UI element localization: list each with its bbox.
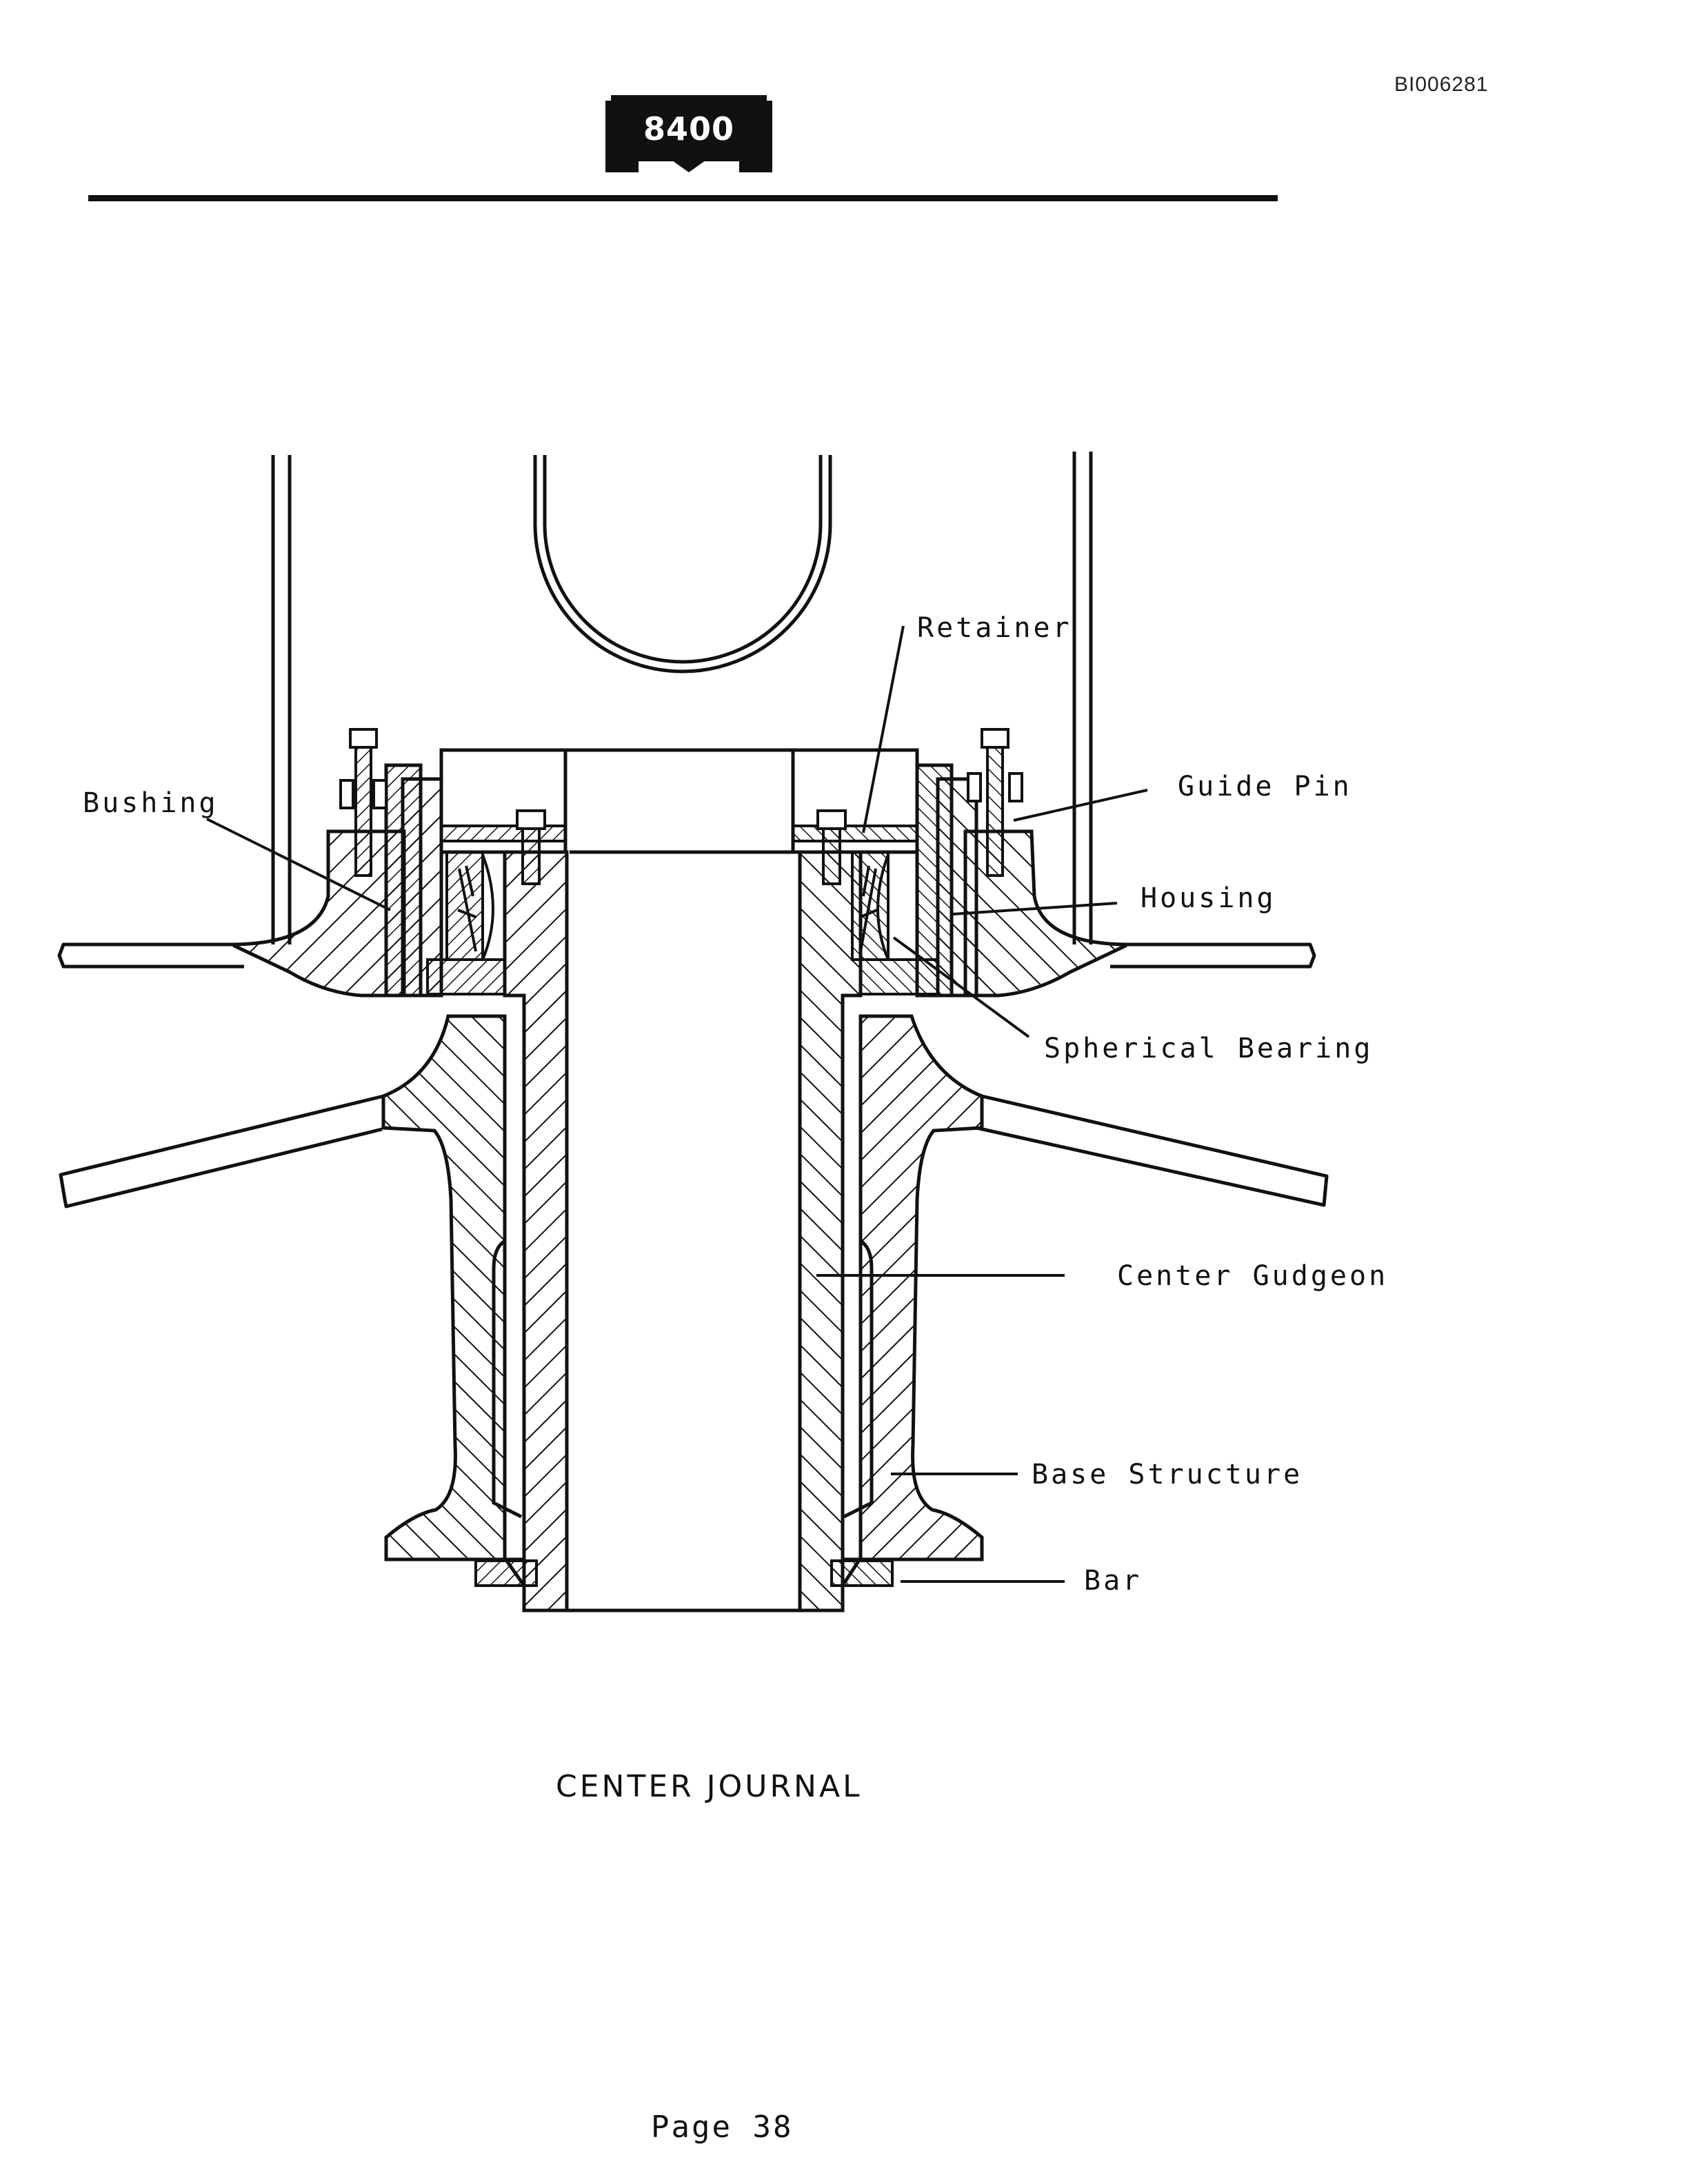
label-center-gudgeon: Center Gudgeon (1117, 1260, 1389, 1292)
label-bar: Bar (1084, 1565, 1143, 1597)
label-bushing: Bushing (83, 787, 219, 819)
page-number: Page 38 (651, 2110, 794, 2145)
label-retainer: Retainer (917, 612, 1072, 644)
label-base-structure: Base Structure (1032, 1459, 1303, 1490)
document-id: BI006281 (1394, 73, 1489, 96)
logo-m-icon (605, 95, 772, 172)
label-guide-pin: Guide Pin (1178, 771, 1352, 802)
label-housing: Housing (1141, 882, 1276, 914)
label-spherical-bearing: Spherical Bearing (1044, 1033, 1374, 1064)
figure-caption: CENTER JOURNAL (556, 1769, 863, 1804)
header-rule (88, 195, 1278, 201)
logo-number: 8400 (643, 110, 735, 148)
